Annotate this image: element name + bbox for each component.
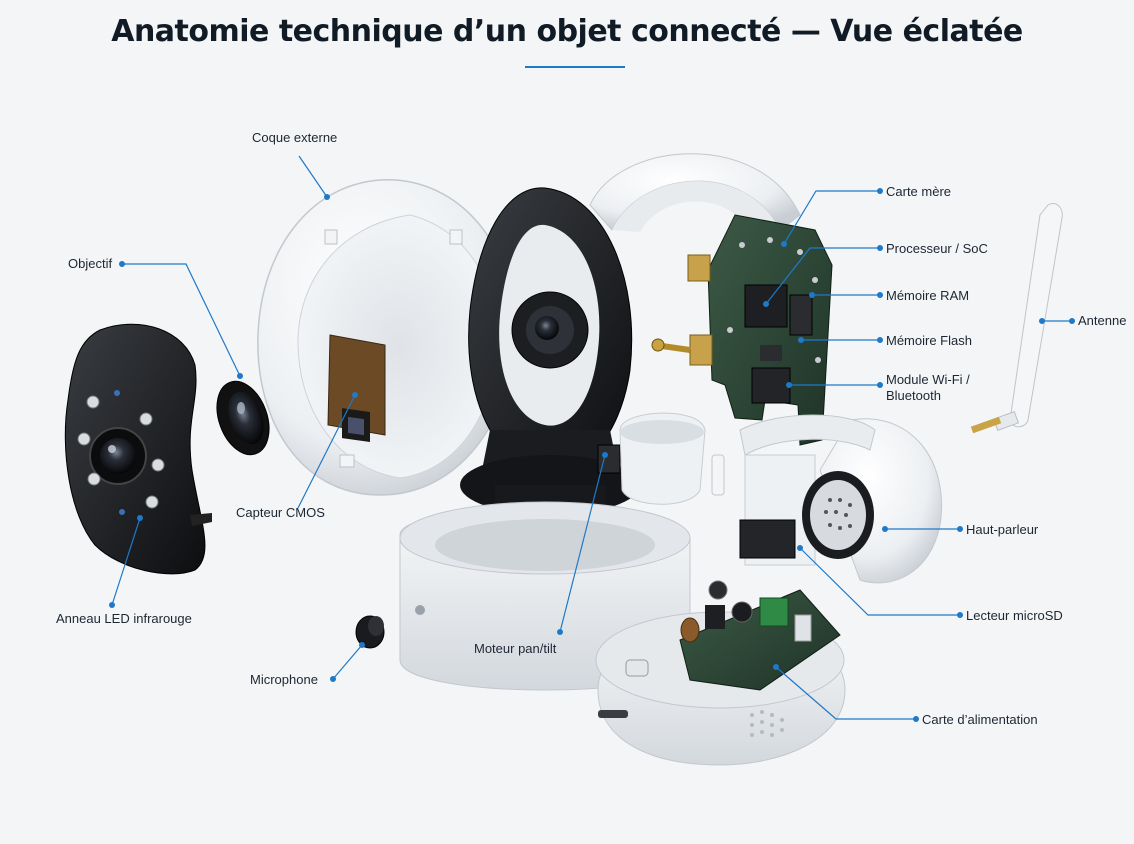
- label-capteur-cmos: Capteur CMOS: [236, 505, 325, 520]
- label-carte-alimentation: Carte d’alimentation: [922, 712, 1038, 727]
- label-microphone: Microphone: [250, 672, 318, 687]
- label-coque-externe: Coque externe: [252, 130, 338, 145]
- speaker-housing: [739, 414, 942, 584]
- microphone-capsule: [355, 615, 385, 649]
- label-module-wifi: Module Wi-Fi / Bluetooth: [886, 372, 1006, 404]
- leader-lines: [111, 155, 1072, 720]
- label-anneau-led: Anneau LED infrarouge: [56, 611, 192, 626]
- leader-anneau: [111, 517, 141, 606]
- leader-capteur: [297, 394, 356, 509]
- leader-microsd: [799, 547, 960, 616]
- page-title: Anatomie technique d’un objet connecté —…: [111, 14, 1023, 49]
- label-module-wifi-line2: Bluetooth: [886, 388, 941, 403]
- upper-dome-shell: [589, 153, 801, 232]
- leader-processeur: [765, 247, 880, 305]
- label-module-wifi-line1: Module Wi-Fi /: [886, 372, 970, 387]
- leader-moteur: [559, 454, 606, 633]
- main-pcb: [651, 214, 833, 446]
- leader-carte-mere: [783, 190, 880, 245]
- cmos-sensor-board: [327, 334, 386, 443]
- inner-cup: [619, 412, 725, 505]
- leader-coque: [298, 155, 328, 198]
- label-processeur: Processeur / SoC: [886, 241, 988, 256]
- label-memoire-ram: Mémoire RAM: [886, 288, 970, 303]
- leader-dots: [109, 188, 1075, 722]
- label-haut-parleur: Haut-parleur: [966, 522, 1039, 537]
- leader-alimentation: [775, 666, 916, 720]
- label-objectif: Objectif: [68, 256, 113, 271]
- label-carte-mere: Carte mère: [886, 184, 952, 199]
- power-board: [625, 580, 841, 691]
- label-memoire-flash: Mémoire Flash: [886, 333, 972, 348]
- gimbal-ring-assembly: [460, 187, 640, 561]
- leader-objectif: [122, 263, 241, 377]
- objective-lens: [216, 380, 270, 456]
- label-lecteur-microsd: Lecteur microSD: [966, 608, 1063, 623]
- led-ring-front-plate: [64, 323, 212, 575]
- leader-micro: [332, 644, 363, 680]
- title-underline: [525, 66, 625, 68]
- label-antenne: Antenne: [1078, 313, 1127, 328]
- antenna: [970, 203, 1063, 434]
- label-moteur: Moteur pan/tilt: [474, 641, 557, 656]
